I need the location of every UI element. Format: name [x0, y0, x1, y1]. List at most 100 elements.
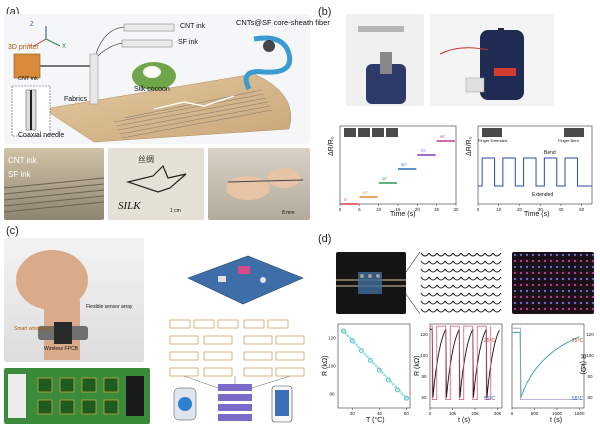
- d3-ytick-1: 100: [586, 353, 594, 358]
- silk-text: SILK: [118, 200, 141, 212]
- thermal-dot: [525, 265, 529, 269]
- thermal-dot: [585, 301, 589, 305]
- knit-loop: [428, 276, 438, 281]
- thermal-dot: [537, 283, 541, 287]
- knit-loop: [420, 284, 430, 289]
- thermal-dot: [591, 259, 594, 263]
- knit-loop: [428, 260, 438, 265]
- scale-8mm: 8 mm: [282, 210, 295, 216]
- b1-angle-label-4: 70°: [420, 148, 426, 153]
- syringe-cnt: [123, 23, 175, 32]
- cnt-ink-label: CNT ink: [180, 23, 206, 30]
- d1-fill-point: [359, 348, 363, 351]
- thermal-dot: [591, 295, 594, 299]
- d3-xtick-2: 1000: [552, 411, 563, 416]
- thermal-dot: [537, 295, 541, 299]
- thermal-dot: [555, 277, 559, 281]
- thermal-dot: [567, 295, 571, 299]
- thermal-dot: [549, 301, 553, 305]
- thermal-dot: [579, 295, 583, 299]
- bend-label: Bend: [544, 150, 556, 156]
- thermal-dot: [531, 265, 535, 269]
- knit-loop: [452, 300, 462, 305]
- thermal-dot: [519, 307, 523, 311]
- knit-loop: [428, 300, 438, 305]
- b1-xtick-0: 0: [339, 207, 342, 212]
- thermal-dot: [585, 277, 589, 281]
- thermal-dot: [567, 265, 571, 269]
- axis-x-label: X: [62, 44, 67, 50]
- thermal-dot: [573, 295, 577, 299]
- thermal-dot: [513, 301, 517, 305]
- wireless-fpcb-label: Wireless FPCB: [44, 346, 78, 352]
- knit-loop: [436, 276, 446, 281]
- thermal-dot: [573, 277, 577, 281]
- panel-label-c: (c): [6, 225, 19, 237]
- smart-wristband-label: Smart wristband: [14, 326, 51, 332]
- knit-loop: [492, 292, 502, 297]
- thermal-dot: [531, 283, 535, 287]
- d1-fill-point: [381, 371, 384, 375]
- thermal-dot: [525, 295, 529, 299]
- thermal-dot: [543, 271, 547, 275]
- thermal-dot: [531, 253, 535, 257]
- thermal-dot: [585, 307, 589, 311]
- knit-loop: [492, 252, 502, 257]
- thermal-dot: [555, 295, 559, 299]
- knit-loop: [428, 292, 438, 297]
- panel-label-b: (b): [318, 6, 332, 18]
- d1-fill-point: [385, 375, 389, 379]
- d2-xtick-2: 20k: [471, 411, 479, 416]
- photo-glove-sensor: [346, 14, 424, 106]
- thermal-dot: [585, 283, 589, 287]
- thermal-dot: [555, 301, 559, 305]
- photo-sensor-array: [4, 368, 150, 424]
- knit-loop: [452, 308, 462, 313]
- photo-cnt-ink-label: CNT ink: [8, 156, 37, 165]
- knit-loop: [436, 260, 446, 265]
- d3-xtick-3: 1500: [574, 411, 585, 416]
- flex-sensor-label: Flexible sensor array: [86, 304, 133, 310]
- d1-point-0: [340, 328, 346, 334]
- thermal-dot: [513, 253, 517, 257]
- thermal-dot: [561, 301, 565, 305]
- knit-loop: [460, 308, 470, 313]
- thermal-dot: [567, 307, 571, 311]
- thermal-dot: [549, 289, 553, 293]
- thermal-dot: [525, 277, 529, 281]
- thermal-dot: [543, 289, 547, 293]
- bird-embroidery: [125, 164, 187, 193]
- knit-loop: [468, 252, 478, 257]
- d2-xtick-3: 30k: [494, 411, 502, 416]
- thermal-dot: [519, 259, 523, 263]
- knit-loop: [468, 260, 478, 265]
- d1-fill-point: [398, 389, 402, 393]
- thermal-dot: [561, 271, 565, 275]
- c-system-diagram: [168, 238, 308, 426]
- thermal-dot: [585, 295, 589, 299]
- knit-loop: [492, 300, 502, 305]
- thermal-dot: [543, 307, 547, 311]
- knit-loop: [420, 308, 430, 313]
- thermal-dot: [549, 295, 553, 299]
- photo-embroidery: 丝绸 SILK 1 cm: [108, 148, 204, 220]
- fiber-title: CNTs@SF core-sheath fiber: [236, 18, 330, 27]
- knit-loop: [436, 268, 446, 273]
- knit-loop: [436, 300, 446, 305]
- knit-loop: [436, 252, 446, 257]
- knit-loop: [484, 260, 494, 265]
- d-chart1-xlabel: T (°C): [366, 417, 385, 424]
- thermal-dot: [537, 271, 541, 275]
- d1-xtick-0: 30: [350, 411, 356, 416]
- knit-loop: [468, 300, 478, 305]
- thermal-dot: [525, 283, 529, 287]
- knit-loop: [484, 252, 494, 257]
- knit-loop: [476, 276, 486, 281]
- b-chart2-ylabel: ΔR/R₀: [466, 136, 473, 156]
- thermal-dot: [555, 271, 559, 275]
- knit-loop: [436, 292, 446, 297]
